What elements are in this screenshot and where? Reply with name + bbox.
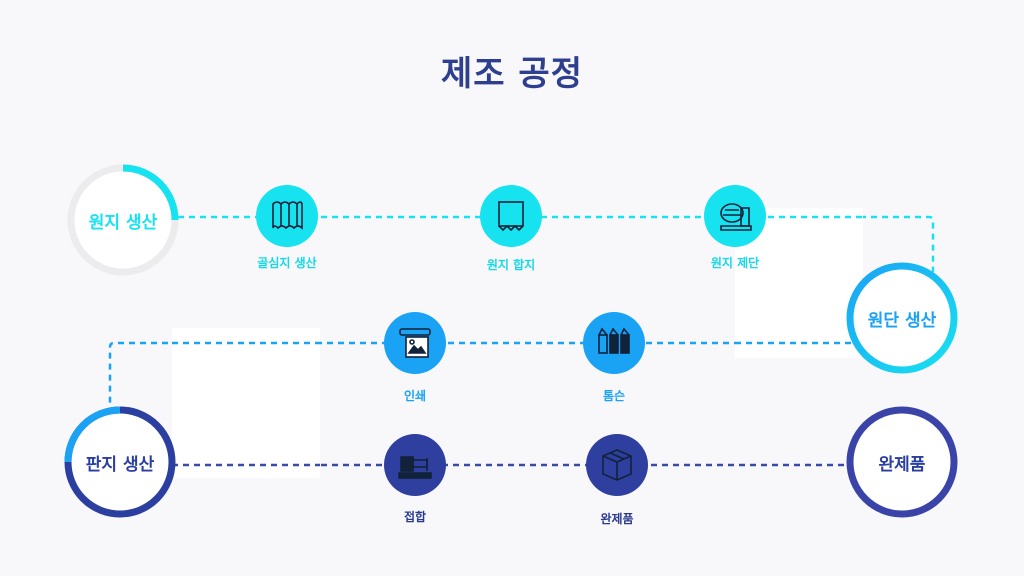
step-product bbox=[586, 434, 648, 496]
stage-ring-finished bbox=[846, 406, 958, 518]
step-product-label: 완제품 bbox=[600, 512, 634, 526]
connector-row2 bbox=[108, 341, 850, 405]
connector-row1 bbox=[178, 215, 935, 272]
stage-raw-paper-label: 원지 생산 bbox=[88, 212, 158, 233]
step-gluing bbox=[384, 434, 446, 496]
step-cutting bbox=[704, 185, 766, 247]
corrugated-paper-icon bbox=[272, 201, 303, 230]
die-cut-icon bbox=[598, 327, 630, 354]
step-printing-label: 인쇄 bbox=[403, 389, 427, 403]
printer-icon bbox=[399, 328, 431, 358]
stage-ring-board bbox=[64, 406, 176, 518]
step-thomson bbox=[583, 312, 645, 374]
step-printing bbox=[384, 312, 446, 374]
step-corrugated-label: 골심지 생산 bbox=[257, 256, 317, 270]
step-lamination-label: 원지 합지 bbox=[486, 258, 536, 272]
box-icon bbox=[602, 449, 632, 481]
lamination-icon bbox=[498, 201, 524, 232]
cutting-machine-icon bbox=[720, 203, 752, 231]
stage-board-label: 판지 생산 bbox=[85, 454, 155, 475]
step-cutting-label: 원지 제단 bbox=[710, 256, 760, 270]
stage-roll-label: 원단 생산 bbox=[867, 310, 937, 331]
stage-ring-roll bbox=[846, 262, 958, 374]
stage-ring-raw-paper bbox=[67, 164, 179, 276]
step-corrugated bbox=[256, 185, 318, 247]
stage-finished-label: 완제품 bbox=[878, 454, 926, 475]
step-lamination bbox=[480, 185, 542, 247]
gluing-machine-icon bbox=[398, 456, 432, 479]
background-panel bbox=[172, 328, 320, 478]
step-gluing-label: 접합 bbox=[403, 510, 427, 524]
page-title: 제조 공정 bbox=[441, 54, 583, 94]
step-thomson-label: 톰슨 bbox=[602, 389, 626, 403]
